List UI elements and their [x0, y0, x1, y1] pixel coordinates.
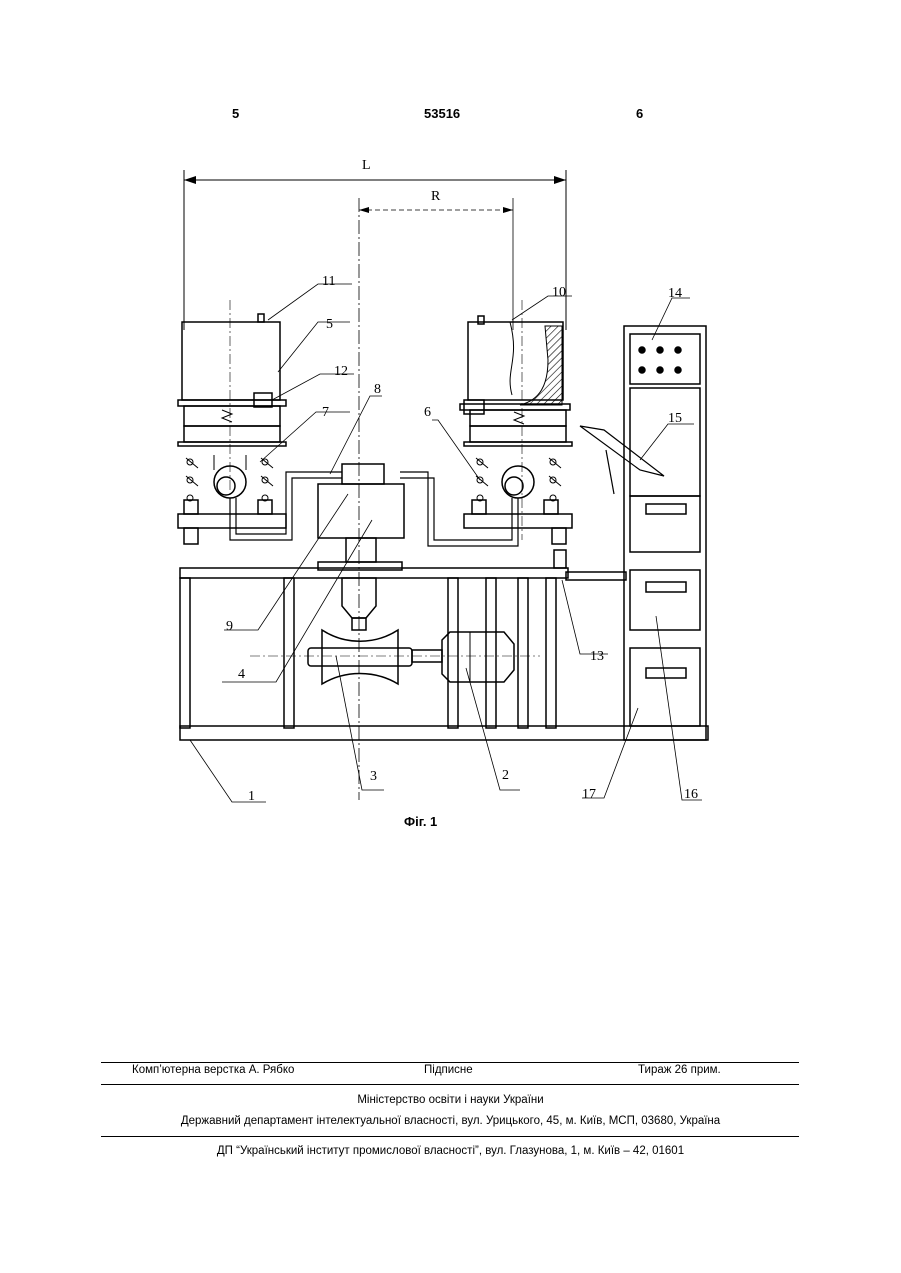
label-R: R	[431, 189, 441, 204]
label-10: 10	[552, 285, 566, 300]
imprint-department: Державний департамент інтелектуальної вл…	[0, 1115, 901, 1127]
label-5: 5	[326, 317, 333, 332]
label-8: 8	[374, 382, 381, 397]
imprint-circulation: Тираж 26 прим.	[638, 1064, 721, 1076]
label-14: 14	[668, 286, 682, 301]
label-11: 11	[322, 274, 335, 289]
label-12: 12	[334, 364, 348, 379]
imprint-institute: ДП “Український інститут промислової вла…	[0, 1145, 901, 1157]
label-17: 17	[582, 787, 596, 802]
label-6: 6	[424, 405, 431, 420]
left-container	[178, 300, 286, 544]
label-16: 16	[684, 787, 698, 802]
dimension-L	[184, 170, 566, 330]
control-cabinet	[554, 326, 706, 740]
label-13: 13	[590, 649, 604, 664]
label-7: 7	[322, 405, 329, 420]
divider	[101, 1084, 799, 1085]
label-3: 3	[370, 769, 377, 784]
divider	[101, 1136, 799, 1137]
label-15: 15	[668, 411, 682, 426]
figure-caption: Фіг. 1	[404, 814, 437, 829]
label-L: L	[362, 158, 371, 173]
technical-drawing: L R 1 2 3 4 5 6 7 8 9 10 11 12 13 14 15 …	[0, 0, 901, 840]
label-9: 9	[226, 619, 233, 634]
central-unit	[318, 464, 404, 570]
leader-lines	[190, 284, 702, 802]
divider	[101, 1062, 799, 1063]
hoses	[230, 472, 518, 546]
imprint-ministry: Міністерство освіти і науки України	[0, 1094, 901, 1106]
imprint-signed: Підписне	[424, 1064, 473, 1076]
label-1: 1	[248, 789, 255, 804]
label-2: 2	[502, 768, 509, 783]
imprint-layout: Комп’ютерна верстка А. Рябко	[132, 1064, 294, 1076]
frame	[180, 568, 708, 740]
right-container	[460, 300, 572, 544]
dimension-R	[359, 198, 513, 800]
label-4: 4	[238, 667, 245, 682]
